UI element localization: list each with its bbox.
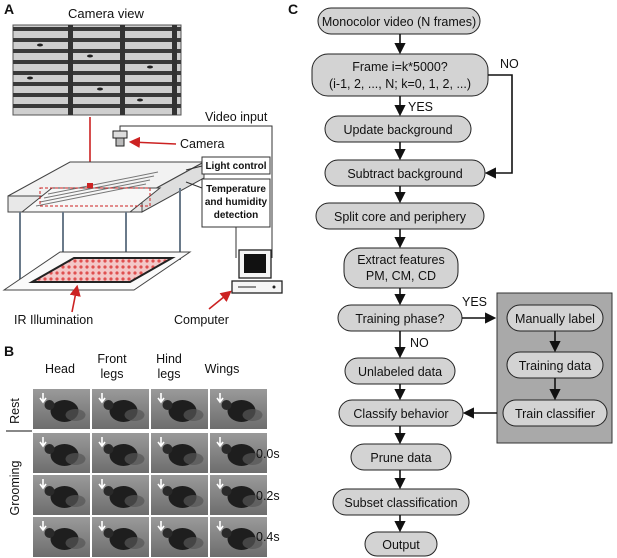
fly-image-cell [33,389,90,429]
fly-image-cell [151,475,208,515]
panel-label-b: B [4,343,14,359]
arena-marker [87,183,93,188]
svg-text:Training phase?: Training phase? [355,312,444,326]
time-2: 0.4s [256,530,280,544]
node-unlabeled-data: Unlabeled data [344,357,456,385]
computer-label: Computer [174,313,229,327]
svg-text:Subset classification: Subset classification [344,496,457,510]
label-yes-2: YES [462,295,487,309]
fly-image-cell [210,389,267,429]
fly-image-cell [92,433,149,473]
fly-image-cell [92,389,149,429]
svg-text:Unlabeled data: Unlabeled data [358,365,442,379]
svg-text:Monocolor video (N frames): Monocolor video (N frames) [322,15,476,29]
fly-image-cell [151,517,208,557]
fly-image-cell [151,433,208,473]
flow-arrows [394,34,561,533]
node-manually-label: Manually label [506,304,604,332]
temperature-label-2: and humidity [205,197,268,208]
row-rest: Rest [8,398,22,424]
video-cable [119,125,273,258]
row-grooming: Grooming [8,461,22,516]
node-training-data: Training data [506,351,604,379]
col-hind-2: legs [158,367,181,381]
label-no-2: NO [410,336,429,350]
svg-text:Subtract background: Subtract background [347,167,462,181]
camera-view-label: Camera view [68,6,144,21]
col-front-1: Front [97,352,127,366]
node-monocolor-video: Monocolor video (N frames) [317,7,481,35]
label-yes-1: YES [408,100,433,114]
fly-image-cell [210,517,267,557]
col-hind-1: Hind [156,352,182,366]
node-extract-features: Extract features PM, CM, CD [343,247,459,289]
node-training-phase: Training phase? [337,304,463,332]
computer-icon [231,249,283,294]
svg-text:Train classifier: Train classifier [515,407,595,421]
node-train-classifier: Train classifier [502,399,608,427]
fly-image-cell [210,475,267,515]
fly-image-cell [151,389,208,429]
col-wings: Wings [205,362,240,376]
svg-text:PM, CM, CD: PM, CM, CD [366,269,436,283]
fly-image-cell [33,433,90,473]
temperature-label-3: detection [214,210,258,221]
light-control-box [201,156,271,175]
col-front-2: legs [101,367,124,381]
panel-label-a: A [4,1,14,17]
svg-text:Manually label: Manually label [515,312,595,326]
node-classify-behavior: Classify behavior [338,399,464,427]
svg-text:Training data: Training data [519,359,592,373]
fly-image-cell [92,517,149,557]
node-frame-check: Frame i=k*5000? (i-1, 2, ..., N; k=0, 1,… [311,53,489,97]
svg-text:Update background: Update background [343,123,452,137]
svg-text:(i-1, 2, ..., N; k=0, 1, 2, ..: (i-1, 2, ..., N; k=0, 1, 2, ...) [329,77,471,91]
svg-text:Extract features: Extract features [357,253,445,267]
fly-image-cell [210,433,267,473]
svg-text:Output: Output [382,538,420,552]
time-1: 0.2s [256,489,280,503]
svg-text:Prune data: Prune data [370,451,431,465]
computer-arrow [208,290,232,310]
col-head: Head [45,362,75,376]
arena-box [7,161,205,213]
svg-text:Classify behavior: Classify behavior [353,407,448,421]
panel-label-c: C [288,1,298,17]
light-control-label: Light control [205,161,266,172]
node-split-core: Split core and periphery [315,202,485,230]
label-no-1: NO [500,57,519,71]
node-update-background: Update background [324,115,472,143]
time-0: 0.0s [256,447,280,461]
fly-image-cell [33,517,90,557]
fly-image-cell [92,475,149,515]
svg-text:Split core and periphery: Split core and periphery [334,210,467,224]
camera-label: Camera [180,137,225,151]
fly-image-cell [33,475,90,515]
node-subtract-background: Subtract background [324,159,486,187]
temperature-label-1: Temperature [206,184,266,195]
node-subset-classification: Subset classification [332,488,470,516]
ir-base [2,251,192,291]
camera-arrow [128,136,177,148]
video-input-label: Video input [205,110,268,124]
fly-image-grid [33,389,267,557]
camera-view-image [12,24,182,116]
node-output: Output [364,531,438,557]
svg-text:Frame i=k*5000?: Frame i=k*5000? [352,60,448,74]
ir-label: IR Illumination [14,313,93,327]
node-prune-data: Prune data [350,443,452,471]
ir-arrow [69,284,81,313]
camera-icon [112,130,128,147]
